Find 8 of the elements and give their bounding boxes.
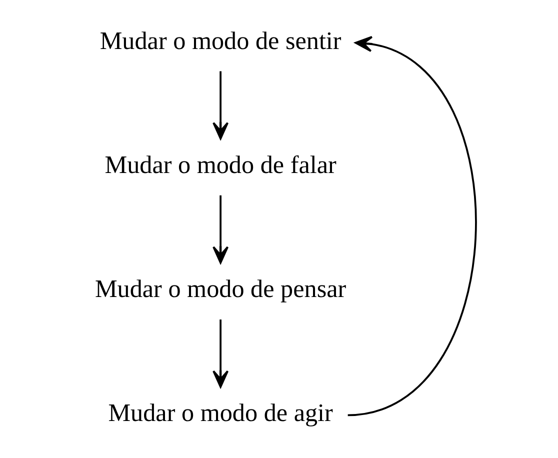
- arrow: [347, 36, 476, 416]
- node-text: Mudar o modo de pensar: [94, 276, 346, 304]
- arrow: [212, 195, 228, 264]
- arrow: [212, 71, 228, 140]
- node-text: Mudar o modo de sentir: [99, 28, 341, 55]
- arrow: [212, 320, 228, 388]
- node-text: Mudar o modo de falar: [104, 152, 336, 179]
- node-text: Mudar o modo de agir: [108, 400, 332, 428]
